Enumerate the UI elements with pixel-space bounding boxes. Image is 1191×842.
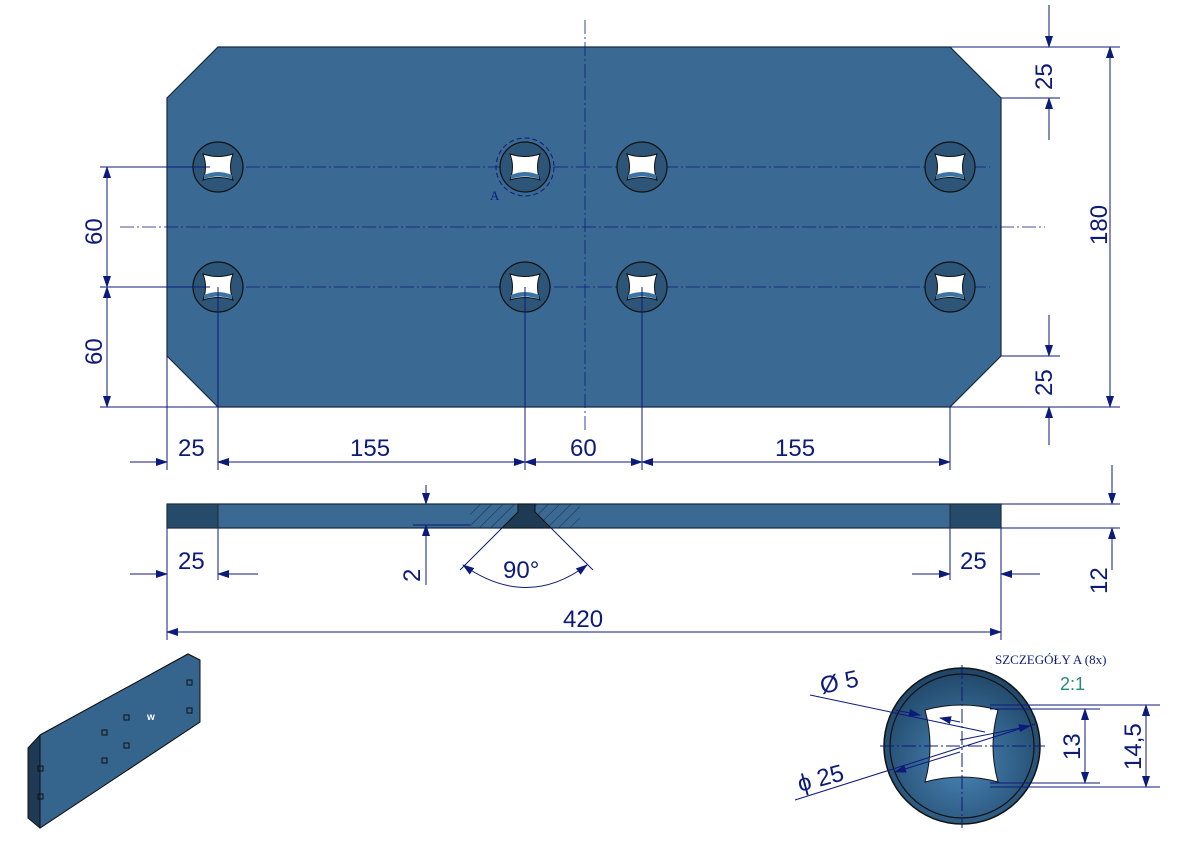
svg-text:w: w <box>146 712 155 723</box>
dim-chamfer-bottom: 25 <box>1031 369 1058 396</box>
side-view: 25 25 2 90° 12 420 <box>130 465 1120 640</box>
dim-pitch-upper: 60 <box>81 218 108 245</box>
top-view: A 25 25 180 60 60 25 155 60 155 <box>81 5 1120 470</box>
isometric-view: w <box>27 653 201 829</box>
dim-inner: 13 <box>1059 733 1086 760</box>
dim-side-left: 25 <box>178 548 205 575</box>
dim-span-left: 155 <box>350 435 390 462</box>
dim-countersink-depth: 2 <box>399 569 426 582</box>
dim-countersink-angle: 90° <box>503 557 539 584</box>
detail-circle <box>495 137 555 197</box>
dim-side-right: 25 <box>960 548 987 575</box>
dim-chamfer-top: 25 <box>1031 63 1058 90</box>
dim-thickness: 12 <box>1086 567 1113 594</box>
side-plate <box>166 503 1002 529</box>
detail-view: SZCZEGÓŁY A (8x) 2:1 Ø 5 ϕ 25 13 14,5 <box>795 652 1160 828</box>
dim-height: 180 <box>1086 205 1113 245</box>
dim-pitch-lower: 60 <box>81 338 108 365</box>
detail-marker: A <box>490 188 500 203</box>
dim-center-gap: 60 <box>570 435 597 462</box>
dim-outer: 14,5 <box>1120 723 1147 770</box>
detail-scale: 2:1 <box>1060 674 1085 694</box>
dim-small-dia: Ø 5 <box>818 665 861 699</box>
detail-title: SZCZEGÓŁY A (8x) <box>995 652 1106 667</box>
dim-length: 420 <box>563 606 603 633</box>
dim-large-dia: ϕ 25 <box>795 760 847 798</box>
dim-span-right: 155 <box>775 435 815 462</box>
dim-left-offset: 25 <box>178 435 205 462</box>
